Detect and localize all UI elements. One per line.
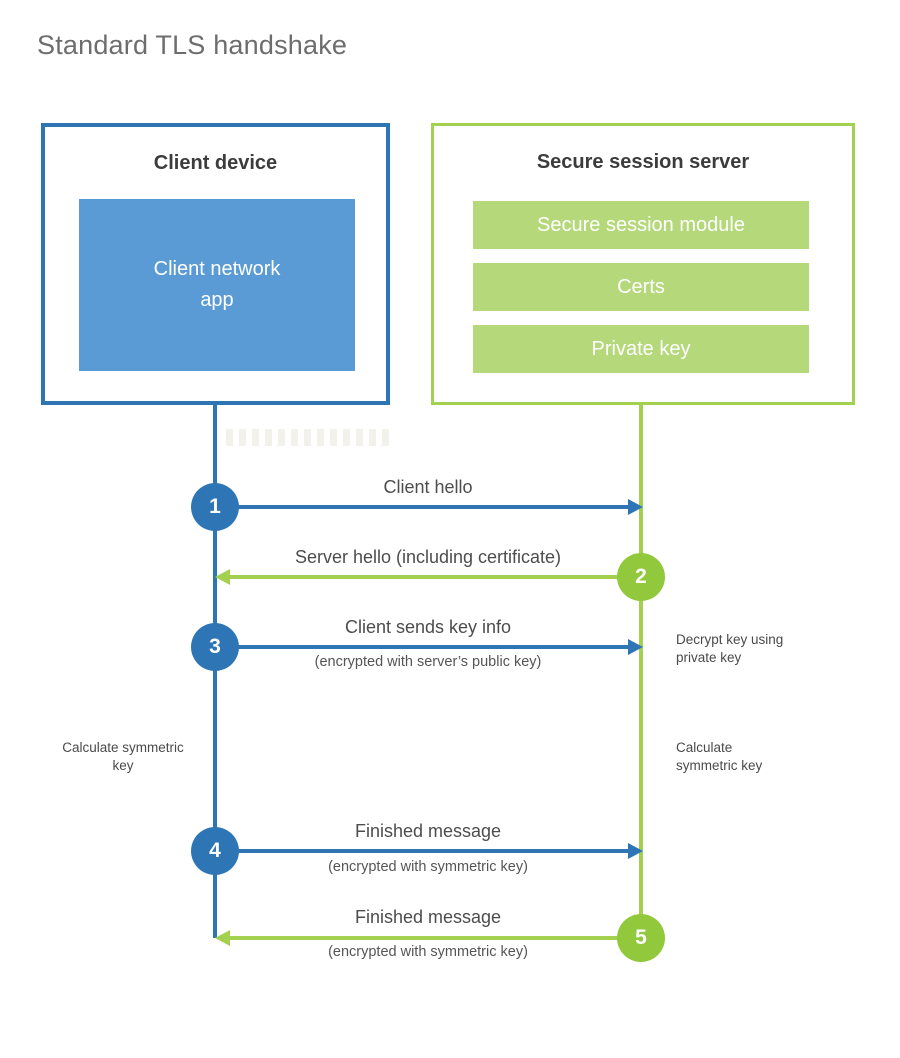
sublabel-encrypted-symmetric-key-server: (encrypted with symmetric key) [328, 944, 528, 960]
arrowhead-right-icon [628, 499, 643, 515]
label-client-hello: Client hello [383, 477, 473, 497]
client-network-app-box: Client network app [79, 199, 355, 371]
arrowhead-left-icon [215, 569, 230, 585]
arrow-finished-server [215, 930, 641, 946]
note-calculate-symmetric-key-server: Calculate symmetric key [676, 740, 763, 773]
arrow-shaft [226, 936, 641, 940]
faint-watermark [226, 429, 389, 446]
arrowhead-right-icon [628, 639, 643, 655]
arrow-finished-client [215, 843, 643, 859]
step-circle-4: 4 [191, 827, 239, 875]
label-finished-message-server: Finished message [354, 907, 502, 927]
client-device-box: Client device Client network app [41, 123, 390, 405]
arrow-client-hello [215, 499, 643, 515]
label-finished-message-client: Finished message [354, 821, 502, 841]
arrow-shaft [226, 575, 641, 579]
arrow-shaft [215, 849, 632, 853]
client-lifeline [213, 405, 217, 938]
step-circle-1: 1 [191, 483, 239, 531]
note-calculate-symmetric-key-client: Calculate symmetric key [62, 740, 184, 773]
step-circle-2: 2 [617, 553, 665, 601]
arrow-shaft [215, 505, 632, 509]
server-module-certs: Certs [473, 263, 809, 311]
arrow-server-hello [215, 569, 641, 585]
note-decrypt-key: Decrypt key using private key [676, 632, 784, 665]
page-title: Standard TLS handshake [37, 30, 348, 60]
server-title: Secure session server [536, 151, 750, 173]
server-lifeline [639, 405, 643, 938]
arrow-shaft [215, 645, 632, 649]
step-circle-3: 3 [191, 623, 239, 671]
arrow-client-key-info [215, 639, 643, 655]
label-server-hello: Server hello (including certificate) [294, 547, 562, 567]
sublabel-encrypted-symmetric-key-client: (encrypted with symmetric key) [328, 859, 528, 875]
server-module-secure-session: Secure session module [473, 201, 809, 249]
arrowhead-left-icon [215, 930, 230, 946]
server-module-private-key: Private key [473, 325, 809, 373]
sublabel-encrypted-public-key: (encrypted with server’s public key) [314, 654, 542, 670]
client-device-title: Client device [153, 152, 278, 174]
arrowhead-right-icon [628, 843, 643, 859]
server-box: Secure session server Secure session mod… [431, 123, 855, 405]
client-network-app-label: Client network app [153, 258, 281, 311]
label-client-key-info: Client sends key info [344, 617, 512, 637]
step-circle-5: 5 [617, 914, 665, 962]
